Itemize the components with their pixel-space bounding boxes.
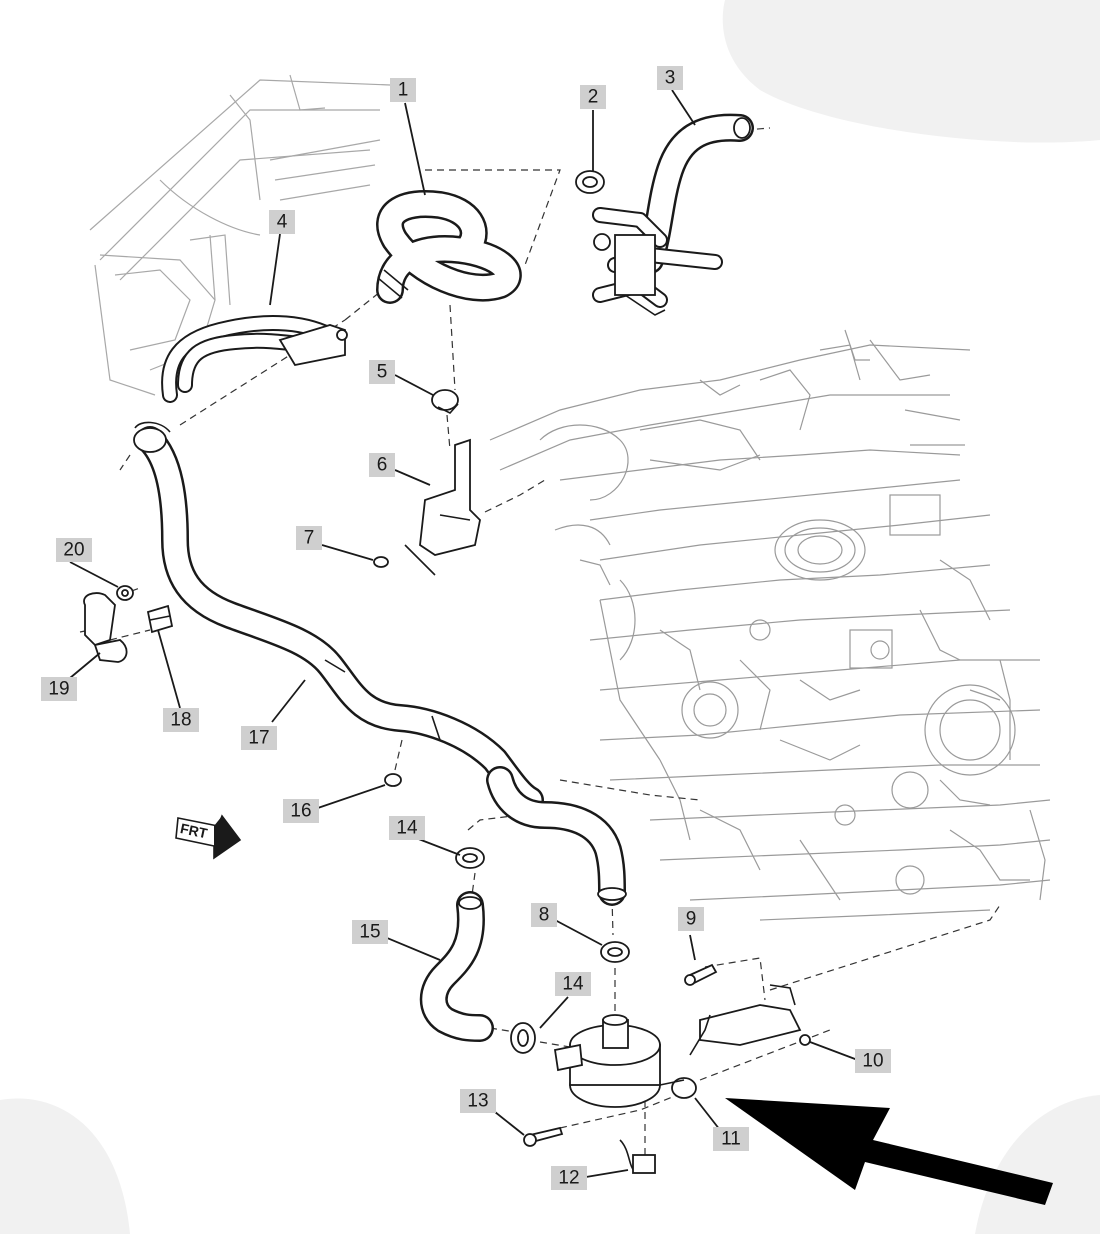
callout-4: 4 [269,210,295,234]
clip-part-18[interactable] [146,604,174,634]
clip-part-5[interactable] [431,389,459,414]
callout-7-label: 7 [304,528,315,549]
callout-15: 15 [352,920,388,944]
callout-14-upper: 14 [389,816,425,840]
water-pump-part-11[interactable] [553,1014,697,1108]
callout-6: 6 [369,453,395,477]
callout-19: 19 [41,677,77,701]
heater-pipe-part-4[interactable] [161,315,348,403]
callout-13-label: 13 [467,1091,488,1112]
coolant-outlet-part-3[interactable] [592,113,754,316]
body-structure [89,74,391,396]
callout-13: 13 [460,1089,496,1113]
bolt-part-9[interactable] [684,963,718,986]
callout-5: 5 [369,360,395,384]
callout-17-label: 17 [248,728,269,749]
callout-12: 12 [551,1166,587,1190]
callout-8: 8 [531,903,557,927]
bolt-part-13[interactable] [523,1126,564,1147]
callout-11-label: 11 [721,1129,741,1150]
engine-block [489,329,1051,921]
callout-9-label: 9 [686,909,697,930]
callout-10: 10 [855,1049,891,1073]
clamp-part-14-lower[interactable] [510,1022,536,1054]
callout-4-label: 4 [277,212,288,233]
callout-2: 2 [580,85,606,109]
frt-arrow-icon: FRT [175,814,242,860]
callout-16: 16 [283,799,319,823]
callout-14-upper-label: 14 [396,818,418,839]
callout-14-lower-label: 14 [562,974,584,995]
fastener-part-7[interactable] [373,556,389,568]
callout-11: 11 [713,1127,749,1151]
callout-5-label: 5 [377,362,388,383]
callout-16-label: 16 [290,801,311,822]
clip-part-16[interactable] [384,773,402,787]
leader-lines [69,89,864,1179]
callout-8-label: 8 [539,905,550,926]
callout-3-label: 3 [665,68,676,89]
callout-7: 7 [296,526,322,550]
callout-19-label: 19 [48,679,69,700]
callout-2-label: 2 [588,87,599,108]
callout-1-label: 1 [398,80,409,101]
callout-10-label: 10 [862,1051,883,1072]
callout-9: 9 [678,907,704,931]
callout-6-label: 6 [377,455,388,476]
callout-12-label: 12 [558,1168,579,1189]
callout-18: 18 [163,708,199,732]
frt-label: FRT [179,820,209,841]
bracket-part-6[interactable] [404,438,481,576]
callout-20: 20 [56,538,92,562]
callout-3: 3 [657,66,683,90]
bracket-part-10[interactable] [689,984,811,1056]
connector-part-12[interactable] [619,1139,656,1174]
callout-1: 1 [390,78,416,102]
callout-17: 17 [241,726,277,750]
assembly-lines [79,127,1001,1160]
callout-14-lower: 14 [555,972,591,996]
nut-part-20[interactable] [116,585,134,601]
callout-20-label: 20 [63,540,84,561]
clamp-part-8[interactable] [600,941,630,963]
clamp-part-14-upper[interactable] [455,847,485,869]
hose-part-17[interactable] [133,421,544,814]
hose-upper-return[interactable] [486,766,627,906]
pointer-arrow-icon [725,1098,1053,1205]
hose-part-15[interactable] [419,891,494,1042]
bracket-part-19[interactable] [83,592,128,663]
callout-18-label: 18 [170,710,191,731]
callout-15-label: 15 [359,922,380,943]
clamp-part-2[interactable] [575,170,605,194]
hose-part-1[interactable] [376,190,522,304]
